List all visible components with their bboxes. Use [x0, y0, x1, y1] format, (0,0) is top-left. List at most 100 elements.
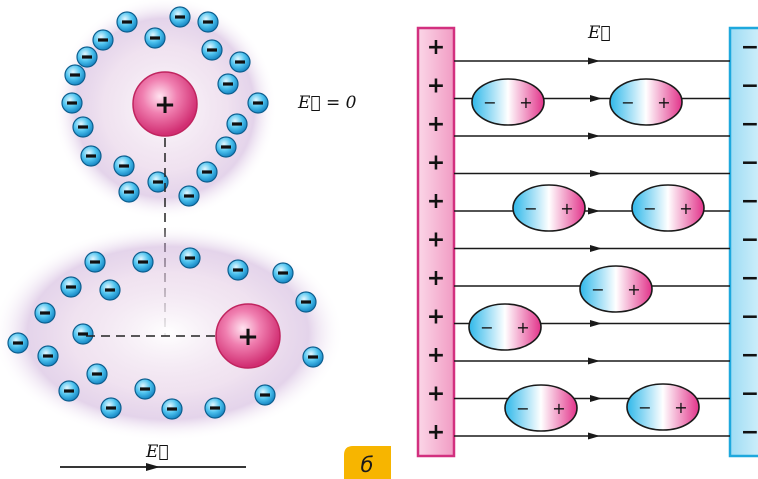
electron-icon [217, 73, 239, 95]
electron-icon [72, 323, 94, 345]
electron-icon [76, 46, 98, 68]
field-label: E⃗ [145, 442, 169, 462]
capacitor-panel: +++++++++++ −−−−−−−−−−− E⃗ −+−+−+−+−+−+−… [416, 23, 758, 458]
electron-icon [196, 161, 218, 183]
electron-icon [169, 6, 191, 28]
minus-sign: − [741, 112, 758, 137]
minus-sign: − [741, 305, 758, 330]
electron-icon [147, 171, 169, 193]
arrow-icon [590, 245, 602, 252]
electron-shell [61, 6, 269, 207]
electron-cloud-stretched [0, 225, 344, 441]
arrow-icon [146, 463, 160, 471]
minus-sign: − [741, 420, 758, 445]
minus-sign: − [741, 228, 758, 253]
electron-icon [86, 363, 108, 385]
electron-icon [113, 155, 135, 177]
panel-letter-badge: б [344, 446, 391, 479]
minus-sign: − [741, 189, 758, 214]
arrow-icon [588, 57, 600, 65]
plus-sign: + [427, 343, 445, 368]
arrow-icon [590, 395, 602, 402]
plus-sign: + [427, 35, 445, 60]
dipole-minus: − [516, 399, 529, 418]
electron-icon [134, 378, 156, 400]
electron-icon [58, 380, 80, 402]
electron-icon [227, 259, 249, 281]
plus-sign: + [427, 266, 445, 291]
electron-icon [272, 262, 294, 284]
dipole-minus: − [638, 398, 651, 417]
electron-icon [254, 384, 276, 406]
electron-icon [64, 64, 86, 86]
electron-icon [118, 181, 140, 203]
electron-icon [229, 51, 251, 73]
plus-sign: + [427, 228, 445, 253]
negative-plate: −−−−−−−−−−− [728, 26, 758, 458]
dipole-plus: + [674, 398, 687, 417]
nucleus-sign: + [154, 90, 176, 120]
electron-icon [302, 346, 324, 368]
arrow-icon [588, 132, 600, 140]
dipole-molecule-icon: −+ [471, 78, 545, 126]
dipole-plus: + [657, 93, 670, 112]
electron-icon [247, 92, 269, 114]
minus-sign: − [741, 151, 758, 176]
electron-icon [80, 145, 102, 167]
dipole-molecule-icon: −+ [504, 384, 578, 432]
field-lines [454, 57, 730, 440]
atom-unpolarized: + E⃗ = 0 [53, 0, 357, 336]
panel-letter: б [361, 453, 374, 477]
electron-icon [132, 251, 154, 273]
plus-sign: + [427, 382, 445, 407]
electron-shell-displaced [7, 247, 324, 420]
dipole-plus: + [627, 280, 640, 299]
dipole-molecule-icon: −+ [579, 265, 653, 313]
dipole-minus: − [591, 280, 604, 299]
electron-icon [34, 302, 56, 324]
arrow-icon [588, 207, 600, 215]
electron-icon [197, 11, 219, 33]
dipole-minus: − [480, 318, 493, 337]
plus-sign: + [427, 305, 445, 330]
dipole-plus: + [552, 399, 565, 418]
nucleus-icon: + [215, 303, 281, 369]
dipole-molecule-icon: −+ [468, 303, 542, 351]
electron-icon [295, 291, 317, 313]
electron-icon [61, 92, 83, 114]
field-zero-label: E⃗ = 0 [297, 93, 357, 113]
dipole-minus: − [621, 93, 634, 112]
electron-icon [179, 247, 201, 269]
electron-icon [116, 11, 138, 33]
dipole-molecule-icon: −+ [512, 184, 586, 232]
dipole-molecule-icon: −+ [626, 383, 700, 431]
plus-sign: + [427, 151, 445, 176]
dipole-plus: + [516, 318, 529, 337]
field-arrow-left: E⃗ [60, 442, 246, 471]
dipole-plus: + [560, 199, 573, 218]
arrow-icon [588, 357, 600, 365]
electron-icon [215, 136, 237, 158]
field-label: E⃗ [587, 23, 611, 43]
dipole-molecule-icon: −+ [609, 78, 683, 126]
plus-sign: + [427, 189, 445, 214]
electron-icon [60, 276, 82, 298]
electron-icon [204, 397, 226, 419]
electron-icon [37, 345, 59, 367]
minus-sign: − [741, 343, 758, 368]
arrow-icon [590, 95, 602, 102]
electron-icon [92, 29, 114, 51]
dipole-minus: − [483, 93, 496, 112]
electron-icon [100, 397, 122, 419]
dipole-minus: − [524, 199, 537, 218]
plus-sign: + [427, 112, 445, 137]
electron-icon [161, 398, 183, 420]
nucleus-icon: + [132, 71, 198, 137]
electron-icon [84, 251, 106, 273]
minus-sign: − [741, 266, 758, 291]
minus-sign: − [741, 382, 758, 407]
electron-icon [72, 116, 94, 138]
positive-plate: +++++++++++ [416, 26, 456, 458]
plus-sign: + [427, 420, 445, 445]
